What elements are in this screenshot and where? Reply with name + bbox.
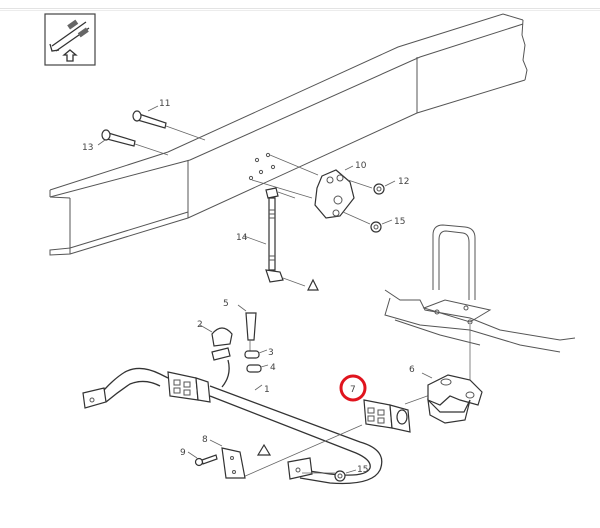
callout-1[interactable]: 1: [264, 385, 270, 395]
bushing-7: [242, 394, 431, 478]
top-toolbar-edge: [0, 0, 600, 9]
callout-12[interactable]: 12: [398, 177, 409, 187]
bolt-9: [187, 451, 218, 467]
divider: [0, 10, 600, 11]
callout-9[interactable]: 9: [180, 448, 186, 458]
bushing-left: [167, 371, 211, 403]
bracket-6: [421, 372, 483, 424]
bushing-3-4: [244, 349, 269, 373]
callout-10[interactable]: 10: [355, 161, 367, 171]
bolt-11: [132, 105, 206, 141]
callout-labels: 1 2 3 4 5 6 7 8 9 10 11 12 13 14 15 15: [82, 99, 415, 475]
nut-15-upper: [370, 219, 393, 233]
bolt-5: [237, 304, 257, 352]
nut-15-lower: [302, 469, 357, 482]
callout-5[interactable]: 5: [223, 299, 229, 309]
warning-triangle-icon: [256, 443, 272, 456]
plate-8: [209, 439, 246, 479]
sensor-link-14: [243, 187, 319, 291]
callout-11[interactable]: 11: [159, 99, 170, 109]
callout-4[interactable]: 4: [270, 363, 276, 373]
nut-12: [373, 180, 396, 195]
callout-13[interactable]: 13: [82, 143, 93, 153]
orientation-icon: [44, 13, 96, 66]
callout-15-upper[interactable]: 15: [394, 217, 405, 227]
clamp-2: [199, 324, 233, 388]
callout-7[interactable]: 7: [350, 385, 356, 395]
callout-6[interactable]: 6: [409, 365, 415, 375]
frame-rail: [49, 13, 528, 256]
callout-8[interactable]: 8: [202, 435, 208, 445]
callout-3[interactable]: 3: [268, 348, 274, 358]
highlight-circle: [339, 374, 367, 402]
bolt-13: [97, 129, 169, 156]
callout-14[interactable]: 14: [236, 233, 248, 243]
callout-15-lower[interactable]: 15: [357, 465, 368, 475]
callout-2[interactable]: 2: [197, 320, 203, 330]
height-sensor-bracket-10: [248, 152, 373, 225]
